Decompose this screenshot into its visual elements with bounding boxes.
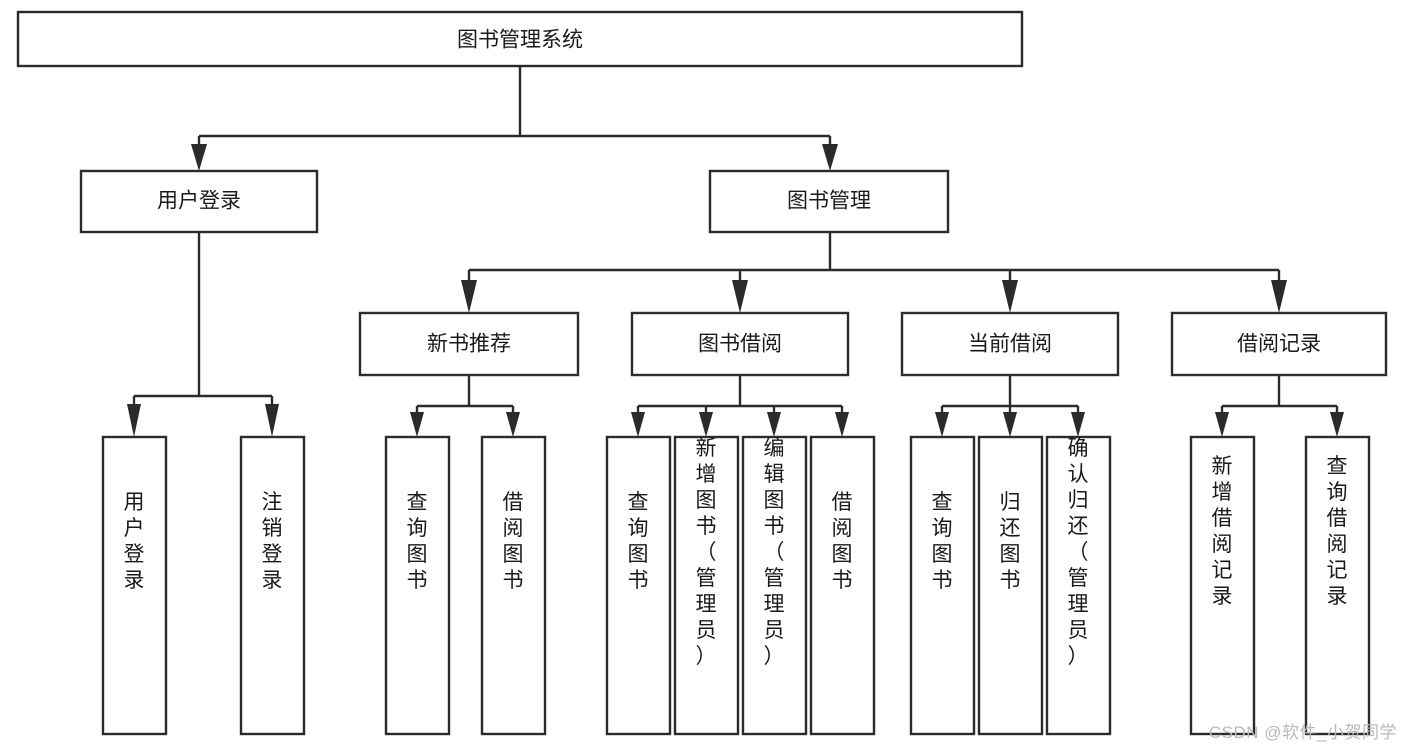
leaf-borrow-record-1[interactable]: 查询借阅记录	[1304, 435, 1371, 736]
leaf-new-book-1-box[interactable]	[480, 435, 547, 736]
node-current-borrow[interactable]: 当前借阅	[900, 311, 1120, 377]
leaf-current-borrow-0[interactable]: 查询图书	[909, 435, 976, 736]
leaf-book-borrow-0[interactable]: 查询图书	[605, 435, 672, 736]
connector-group-book-borrow	[631, 375, 849, 437]
arrow-head-br-to-leaf-0	[1215, 412, 1229, 437]
node-book-management[interactable]: 图书管理	[708, 169, 950, 234]
connector-group-root	[191, 66, 838, 171]
leaf-current-borrow-2-label: 确认归还（管理员）	[1068, 437, 1089, 668]
node-current-borrow-label: 当前借阅	[968, 333, 1052, 356]
leaf-current-borrow-1-box[interactable]	[977, 435, 1044, 736]
arrow-head-root-to-user-login	[191, 144, 207, 171]
connector-group-new-book	[410, 375, 520, 437]
leaf-borrow-record-1-box[interactable]	[1304, 435, 1371, 736]
leaf-new-book-1-label: 借阅图书	[503, 491, 524, 592]
leaf-borrow-record-0-box[interactable]	[1189, 435, 1256, 736]
leaf-current-borrow-0-label: 查询图书	[932, 491, 953, 592]
leaf-current-borrow-1[interactable]: 归还图书	[977, 435, 1044, 736]
leaf-user-login-0-label: 用户登录	[124, 491, 145, 592]
node-current-borrow-box[interactable]	[900, 311, 1120, 377]
node-user-login-box[interactable]	[79, 169, 319, 234]
arrow-head-root-to-book-mgmt	[822, 144, 838, 171]
connector-group-user-login	[127, 232, 279, 437]
arrow-head-bb-to-leaf-1	[699, 412, 713, 437]
arrow-head-cb-to-leaf-1	[1003, 412, 1017, 437]
node-root-label: 图书管理系统	[457, 29, 583, 52]
node-root-box[interactable]	[16, 10, 1024, 68]
leaf-user-login-1-box[interactable]	[239, 435, 306, 736]
arrow-head-bm-to-borrow	[732, 280, 748, 313]
leaf-book-borrow-1-label: 新增图书（管理员）	[696, 437, 717, 668]
leaf-book-borrow-1[interactable]: 新增图书（管理员）	[673, 435, 740, 736]
arrow-head-br-to-leaf-1	[1330, 412, 1344, 437]
arrow-head-bb-to-leaf-0	[631, 412, 645, 437]
connector-group-borrow-record	[1215, 375, 1344, 437]
leaf-book-borrow-3-label: 借阅图书	[832, 491, 853, 592]
leaf-user-login-1-label: 注销登录	[262, 491, 283, 592]
node-book-management-label: 图书管理	[787, 190, 871, 213]
leaf-borrow-record-1-label: 查询借阅记录	[1327, 455, 1348, 608]
arrow-head-bb-to-leaf-2	[767, 412, 781, 437]
arrow-head-cb-to-leaf-0	[935, 412, 949, 437]
connector-group-current-borrow	[935, 375, 1085, 437]
arrow-head-bb-to-leaf-3	[835, 412, 849, 437]
node-book-management-box[interactable]	[708, 169, 950, 234]
leaf-current-borrow-2[interactable]: 确认归还（管理员）	[1045, 435, 1112, 736]
leaf-book-borrow-3[interactable]: 借阅图书	[809, 435, 876, 736]
node-new-book-recommend[interactable]: 新书推荐	[358, 311, 580, 377]
leaf-current-borrow-2-box[interactable]	[1045, 435, 1112, 736]
arrow-head-cb-to-leaf-2	[1071, 412, 1085, 437]
arrow-head-nb-to-leaf-0	[410, 412, 424, 437]
leaf-book-borrow-3-box[interactable]	[809, 435, 876, 736]
leaf-book-borrow-0-label: 查询图书	[628, 491, 649, 592]
node-new-book-recommend-box[interactable]	[358, 311, 580, 377]
leaf-current-borrow-1-label: 归还图书	[1000, 491, 1021, 592]
arrow-head-bm-to-record	[1271, 280, 1287, 313]
arrow-head-ul-to-leaf-1	[265, 404, 279, 437]
leaf-new-book-0[interactable]: 查询图书	[384, 435, 451, 736]
node-book-borrow-label: 图书借阅	[698, 333, 782, 356]
arrow-head-bm-to-current	[1002, 280, 1018, 313]
arrow-head-bm-to-new-book	[461, 280, 477, 313]
node-book-borrow[interactable]: 图书借阅	[630, 311, 850, 377]
node-borrow-record[interactable]: 借阅记录	[1170, 311, 1388, 377]
csdn-watermark: CSDN @软件_小贺同学	[1208, 723, 1397, 742]
node-borrow-record-label: 借阅记录	[1237, 333, 1321, 356]
leaf-borrow-record-0-label: 新增借阅记录	[1212, 455, 1233, 608]
leaf-new-book-0-label: 查询图书	[407, 491, 428, 592]
arrow-head-ul-to-leaf-0	[127, 404, 141, 437]
node-book-borrow-box[interactable]	[630, 311, 850, 377]
leaf-user-login-0[interactable]: 用户登录	[101, 435, 168, 736]
arrow-head-nb-to-leaf-1	[506, 412, 520, 437]
node-user-login-label: 用户登录	[157, 190, 241, 213]
leaf-book-borrow-2[interactable]: 编辑图书（管理员）	[741, 435, 808, 736]
node-borrow-record-box[interactable]	[1170, 311, 1388, 377]
connector-group-book-mgmt	[461, 232, 1287, 313]
node-new-book-recommend-label: 新书推荐	[427, 333, 511, 356]
leaf-book-borrow-2-box[interactable]	[741, 435, 808, 736]
leaf-borrow-record-0[interactable]: 新增借阅记录	[1189, 435, 1256, 736]
leaf-book-borrow-1-box[interactable]	[673, 435, 740, 736]
leaf-user-login-1[interactable]: 注销登录	[239, 435, 306, 736]
leaf-book-borrow-2-label: 编辑图书（管理员）	[764, 437, 785, 668]
node-root[interactable]: 图书管理系统	[16, 10, 1024, 68]
node-user-login[interactable]: 用户登录	[79, 169, 319, 234]
leaf-book-borrow-0-box[interactable]	[605, 435, 672, 736]
leaf-current-borrow-0-box[interactable]	[909, 435, 976, 736]
leaf-new-book-0-box[interactable]	[384, 435, 451, 736]
leaf-new-book-1[interactable]: 借阅图书	[480, 435, 547, 736]
leaf-user-login-0-box[interactable]	[101, 435, 168, 736]
